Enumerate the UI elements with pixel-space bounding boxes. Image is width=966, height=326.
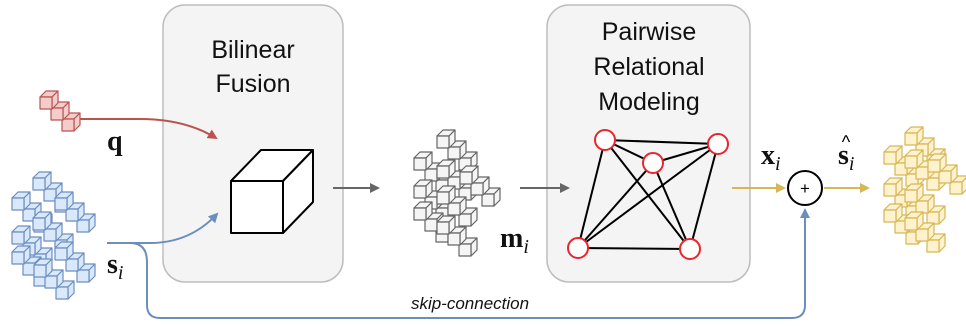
feature-cell: [436, 129, 456, 149]
feature-cell: [904, 149, 924, 169]
feature-cell: [904, 211, 924, 231]
m-label-main: m: [500, 223, 523, 254]
s-hat-label-main: s: [838, 140, 849, 171]
feature-cell: [904, 183, 924, 203]
feature-cell: [904, 126, 924, 146]
cube-icon: [230, 149, 314, 234]
feature-cell: [883, 145, 903, 165]
feature-cell: [413, 201, 433, 221]
x-label: xi: [761, 140, 781, 175]
feature-cell: [436, 159, 456, 179]
feature-cell: [436, 215, 456, 235]
pairwise-title-line1: Pairwise: [602, 18, 696, 46]
feature-cell: [883, 203, 903, 223]
feature-cell: [436, 185, 456, 205]
feature-cell: [11, 191, 31, 211]
feature-cell: [883, 177, 903, 197]
support-arrow: [107, 212, 219, 244]
graph-node: [594, 129, 616, 151]
feature-cell: [938, 164, 958, 184]
m-label: mi: [500, 223, 529, 258]
x-label-main: x: [761, 140, 775, 171]
feature-cell: [927, 153, 947, 173]
s-label-sub: i: [118, 262, 124, 284]
skip-connection-label: skip-connection: [411, 294, 529, 313]
skip-connection-arrow: [107, 208, 810, 319]
s-hat-label-sub: i: [849, 153, 855, 175]
pairwise-title-line2: Relational: [593, 53, 704, 81]
s-hat-accent: ^: [842, 132, 851, 152]
m-label-sub: i: [523, 236, 529, 258]
feature-cell: [54, 191, 74, 211]
plus-label: +: [800, 179, 810, 198]
feature-cell: [458, 207, 478, 227]
s-label: si: [107, 249, 123, 284]
feature-cell: [39, 90, 59, 110]
feature-cell: [926, 205, 946, 225]
q-label: q: [107, 126, 123, 157]
refined-feature-blocks: [883, 126, 966, 253]
feature-cell: [32, 171, 52, 191]
bilinear-title-line1: Bilinear: [211, 36, 294, 64]
feature-cell: [76, 263, 96, 283]
fully-connected-graph-icon: [567, 129, 729, 260]
feature-cell: [32, 211, 52, 231]
feature-cell: [11, 225, 31, 245]
x-label-sub: i: [775, 153, 781, 175]
s-label-main: s: [107, 249, 118, 280]
query-feature-block: [39, 90, 81, 132]
feature-cell: [413, 179, 433, 199]
plus-circle-icon: +: [787, 170, 823, 206]
s-hat-label: si: [838, 140, 854, 175]
support-feature-blocks: [11, 171, 96, 300]
graph-node: [642, 152, 664, 174]
query-arrow: [80, 118, 218, 140]
pairwise-title-line3: Modeling: [598, 88, 699, 116]
feature-cell: [915, 194, 935, 214]
feature-cell: [33, 258, 53, 278]
feature-cell: [459, 165, 479, 185]
graph-node: [679, 238, 701, 260]
bilinear-title-line2: Fusion: [215, 70, 290, 98]
graph-node: [707, 133, 729, 155]
feature-cell: [413, 151, 433, 171]
graph-node: [567, 237, 589, 259]
feature-cell: [11, 245, 31, 265]
fused-feature-blocks: [413, 129, 501, 257]
feature-cell: [54, 241, 74, 261]
